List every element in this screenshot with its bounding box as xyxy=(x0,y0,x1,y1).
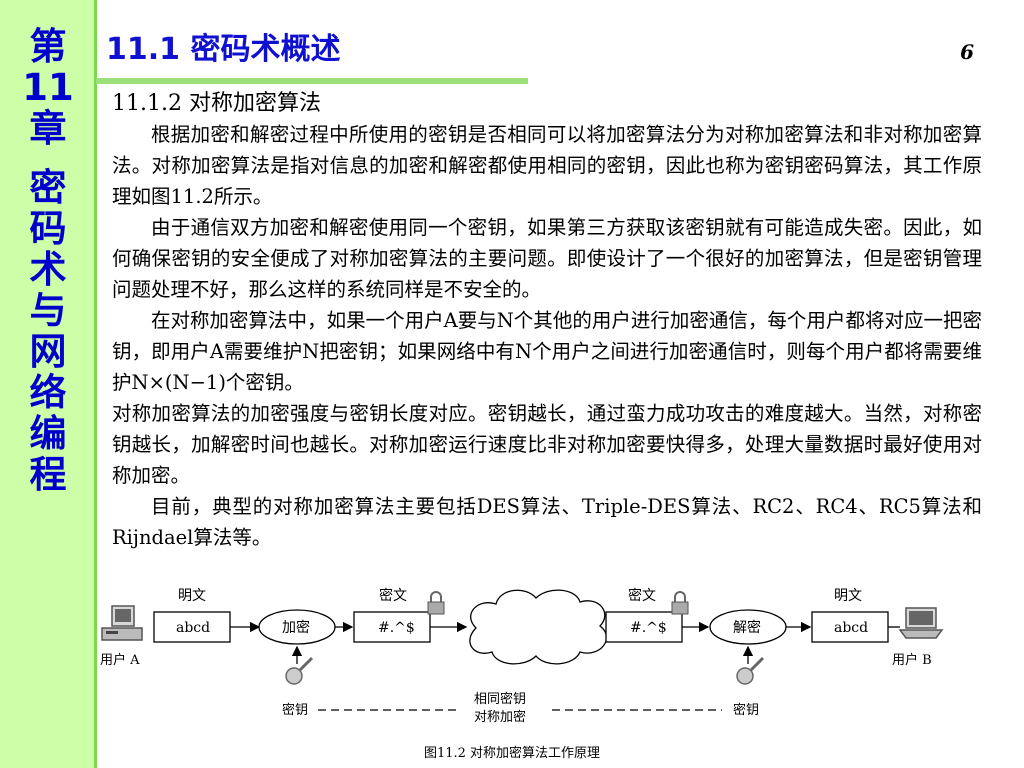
chapter-spacer xyxy=(18,149,78,167)
network-cloud-icon xyxy=(469,589,608,665)
plaintext-label-left: 明文 xyxy=(178,588,206,604)
paragraph-4: 对称加密算法的加密强度与密钥长度对应。密钥越长，通过蛮力成功攻击的难度越大。当然… xyxy=(112,402,982,487)
ciphertext-left: #.^$ xyxy=(378,620,415,636)
computer-icon xyxy=(101,605,143,641)
lock-icon xyxy=(671,591,689,615)
ciphertext-label-left: 密文 xyxy=(379,587,407,604)
chapter-char: 11 xyxy=(22,66,74,109)
chapter-title: 第 11 章 密 码 术 与 网 络 编 程 xyxy=(18,26,78,495)
same-key-label: 相同密钥 xyxy=(474,691,526,707)
slide-body: 11.1.2 对称加密算法 根据加密和解密过程中所使用的密钥是否相同可以将加密算… xyxy=(112,88,982,553)
lock-icon xyxy=(427,591,445,615)
ciphertext-box-right xyxy=(605,611,683,643)
chapter-char: 第 xyxy=(29,25,67,68)
plaintext-right: abcd xyxy=(834,620,868,636)
figure-caption: 图11.2 对称加密算法工作原理 xyxy=(423,746,601,761)
ciphertext-right: #.^$ xyxy=(630,620,667,636)
paragraph-2: 由于通信双方加密和解密使用同一个密钥，如果第三方获取该密钥就有可能造成失密。因此… xyxy=(112,216,982,301)
chapter-char: 编 xyxy=(29,412,67,455)
title-underline xyxy=(96,78,528,84)
laptop-icon xyxy=(898,607,944,639)
slide-title: 11.1 密码术概述 xyxy=(106,32,341,67)
section-heading: 11.1.2 对称加密算法 xyxy=(112,91,321,116)
chapter-char: 网 xyxy=(29,330,67,373)
ciphertext-box-left xyxy=(353,611,431,643)
plaintext-left: abcd xyxy=(176,620,210,636)
chapter-char: 章 xyxy=(29,107,67,150)
chapter-char: 程 xyxy=(29,453,67,496)
encrypt-label: 加密 xyxy=(282,619,310,636)
ciphertext-label-right: 密文 xyxy=(628,587,656,604)
plaintext-label-right: 明文 xyxy=(834,588,862,604)
paragraph-3: 在对称加密算法中，如果一个用户A要与N个其他的用户进行加密通信，每个用户都将对应… xyxy=(112,309,982,394)
symmetric-label: 对称加密 xyxy=(474,709,526,725)
sidebar-divider xyxy=(94,0,97,768)
chapter-char: 码 xyxy=(29,207,67,250)
chapter-char: 与 xyxy=(29,289,67,332)
paragraph-1: 根据加密和解密过程中所使用的密钥是否相同可以将加密算法分为对称加密算法和非对称加… xyxy=(112,123,982,208)
chapter-char: 密 xyxy=(29,166,67,209)
symmetric-encryption-diagram: 用户 A 明文 abcd 加密 密文 #.^$ 密文 #.^$ 解密 明文 ab… xyxy=(100,587,944,725)
chapter-char: 术 xyxy=(29,248,67,291)
chapter-char: 络 xyxy=(29,371,67,414)
key-icon xyxy=(736,656,765,685)
decrypt-label: 解密 xyxy=(733,619,761,636)
page-number: 6 xyxy=(960,40,974,64)
key-label-right: 密钥 xyxy=(733,702,759,718)
user-b-label: 用户 B xyxy=(892,652,932,668)
key-label-left: 密钥 xyxy=(282,702,308,718)
key-icon xyxy=(285,656,314,685)
sidebar xyxy=(0,0,96,768)
user-a-label: 用户 A xyxy=(100,652,140,668)
paragraph-5: 目前，典型的对称加密算法主要包括DES算法、Triple-DES算法、RC2、R… xyxy=(112,495,982,549)
